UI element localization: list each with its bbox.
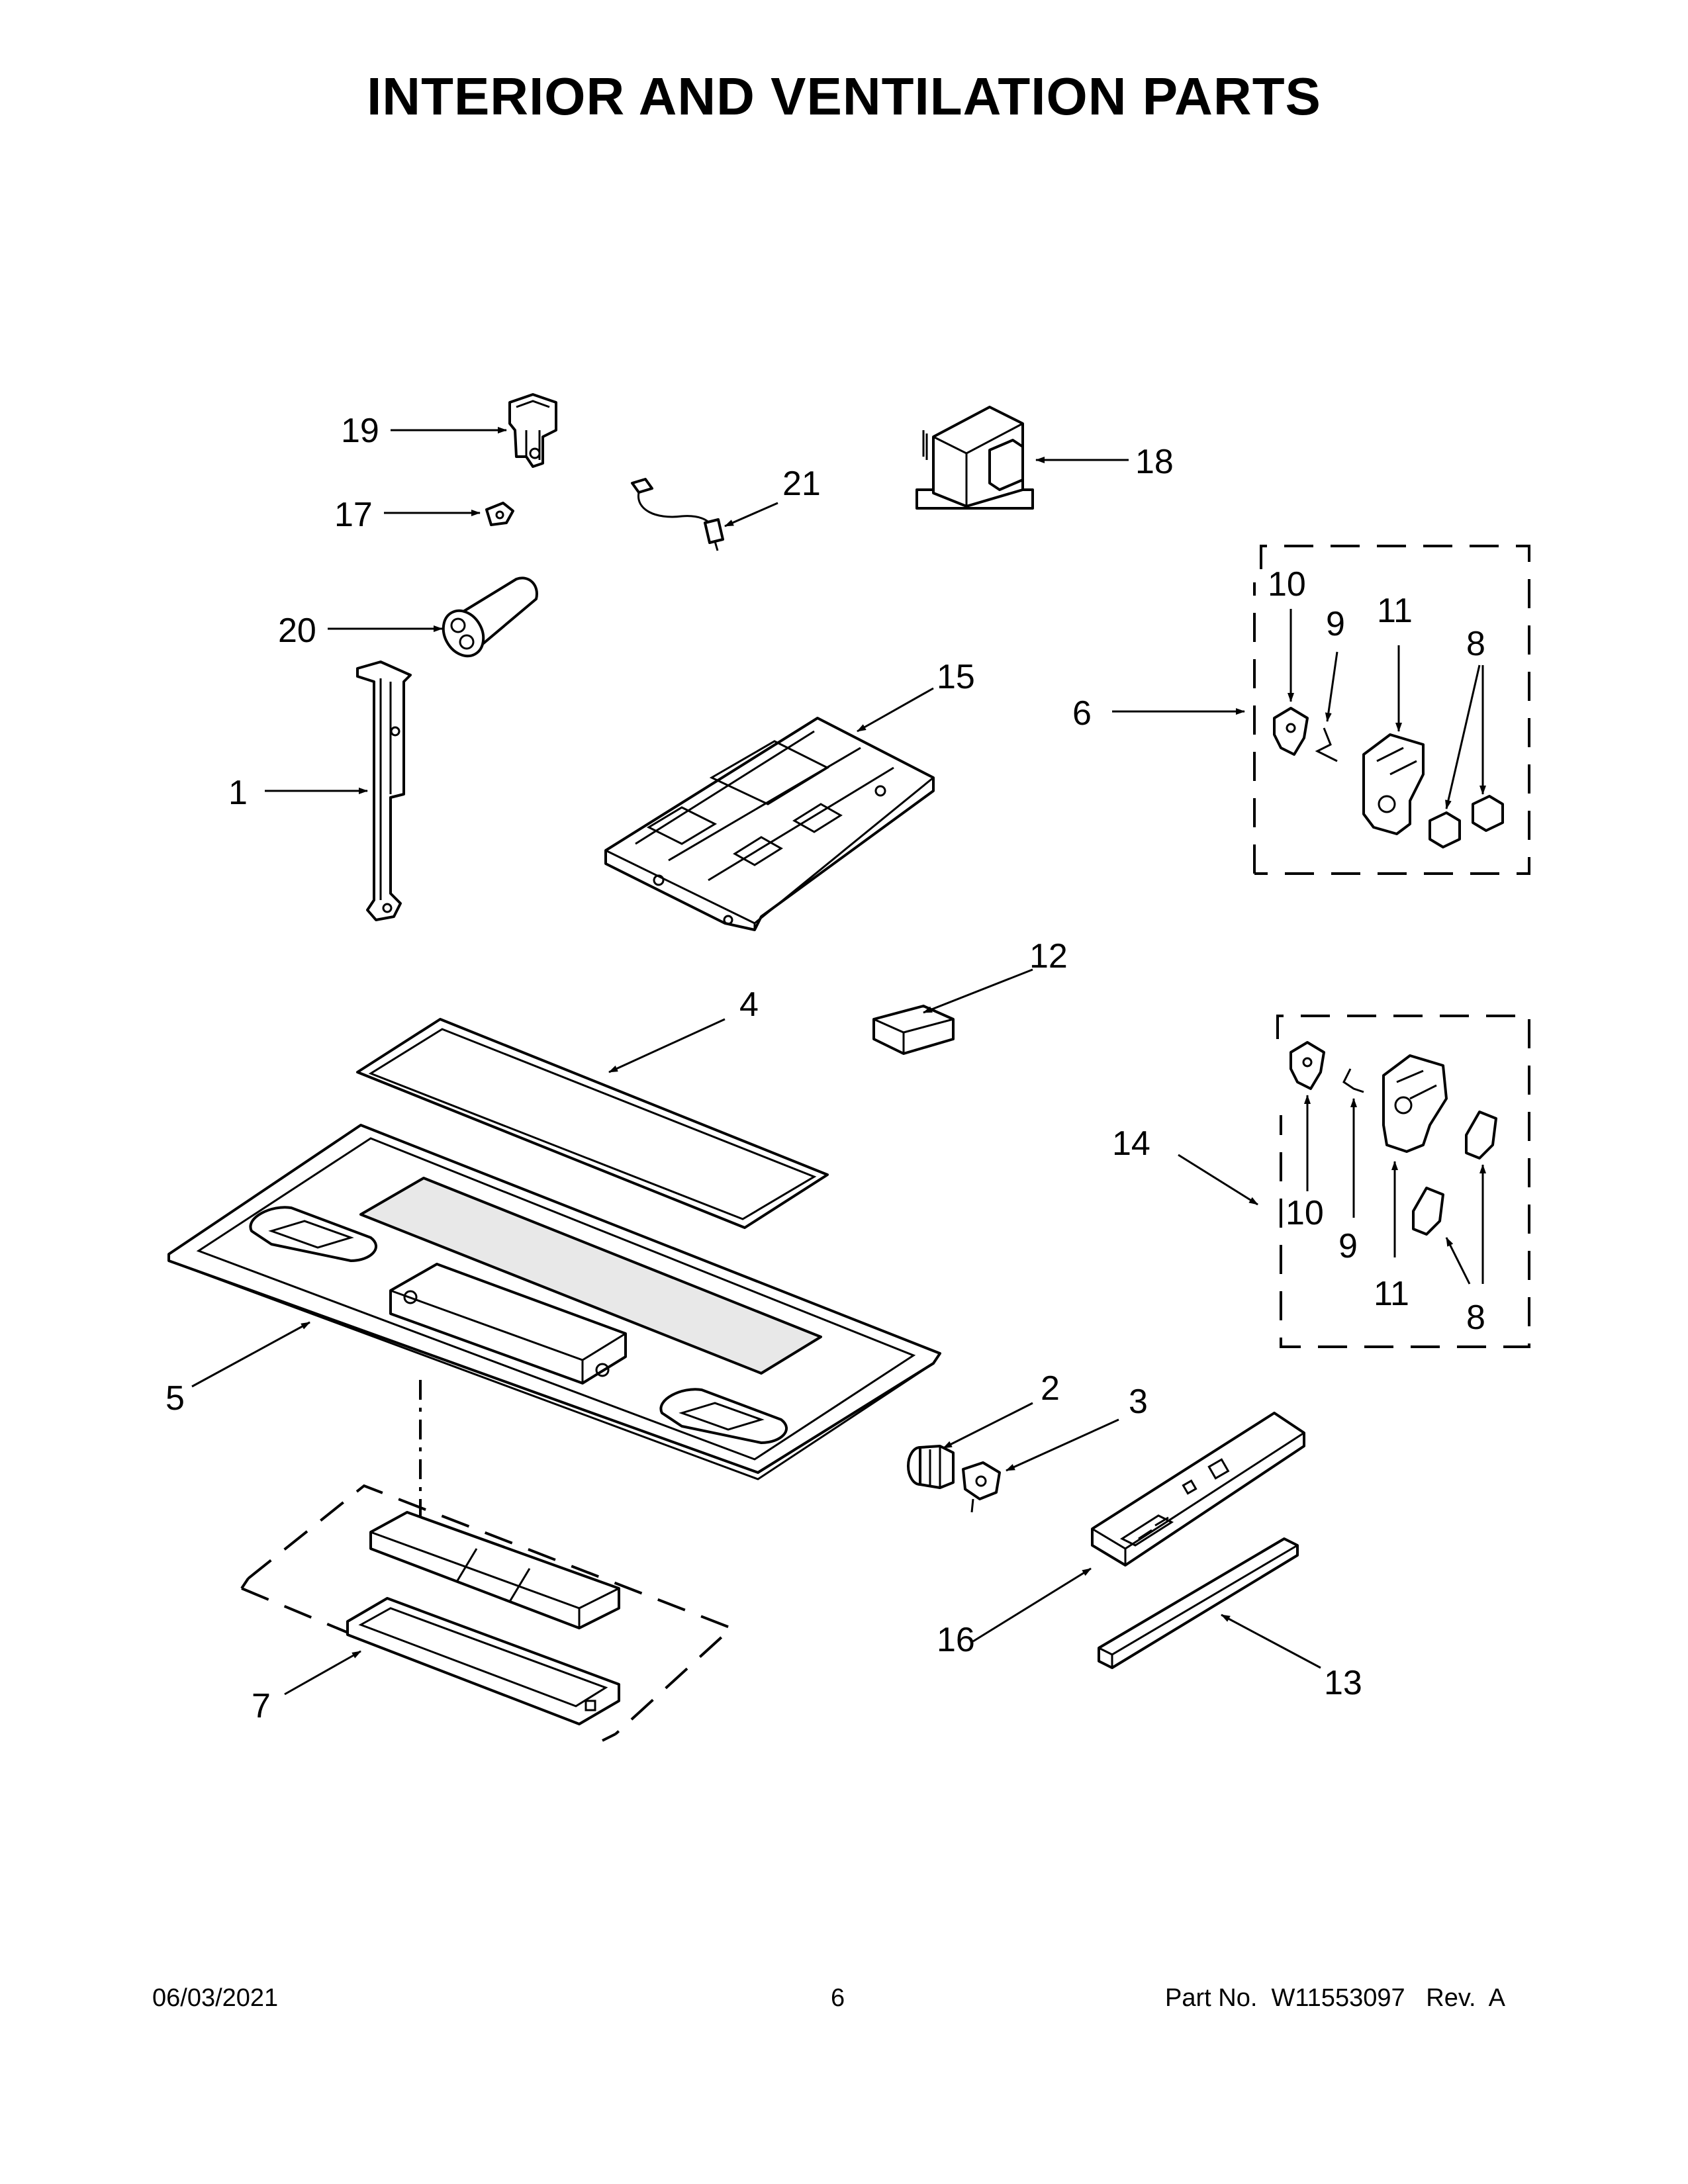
callout-17: 17 [334,496,373,534]
part-11-switch-bracket-a [1362,733,1425,835]
part-10-switch-holder-a [1273,707,1309,756]
callout-16: 16 [937,1621,975,1659]
part-18-transformer [915,406,1034,510]
callout-8a: 8 [1466,625,1485,663]
footer-page-number: 6 [831,1984,845,2012]
part-21-wire [631,478,724,551]
part-4-cover-panel [356,1018,829,1229]
callout-6: 6 [1072,694,1092,733]
part-17-clip [485,502,514,526]
part-2-lamp-socket [907,1445,955,1489]
part-5-vent-frame [167,1124,941,1480]
part-12-block [872,1005,955,1055]
part-11-switch-bracket-b [1382,1054,1448,1153]
callout-13: 13 [1324,1664,1362,1702]
callout-7: 7 [252,1687,271,1725]
part-20-capacitor [442,576,538,658]
callout-21: 21 [782,465,821,503]
part-19-latch-bracket [508,393,557,468]
callout-19: 19 [341,412,379,450]
callout-9a: 9 [1326,605,1345,643]
callout-14: 14 [1112,1124,1150,1163]
group-7-outline [240,1484,734,1742]
callout-10b: 10 [1286,1194,1324,1232]
part-8-switch-b2 [1412,1187,1444,1236]
part-10-switch-holder-b [1289,1041,1325,1090]
callout-18: 18 [1135,443,1174,481]
part-9-spring-a [1315,727,1338,762]
callout-5: 5 [165,1379,185,1418]
part-9-spring-b [1342,1068,1364,1093]
part-13-trim-bar [1098,1537,1299,1669]
callout-11a: 11 [1377,592,1413,630]
part-8-switch-b1 [1465,1111,1497,1160]
callout-1: 1 [228,774,248,812]
callout-8b: 8 [1466,1298,1485,1337]
part-16-light-panel [1091,1412,1305,1567]
part-7-vent-grille [346,1511,620,1725]
footer-part-number: Part No. W11553097 Rev. A [1165,1984,1505,2012]
callout-2: 2 [1041,1369,1060,1408]
part-8-switch-a2 [1472,795,1504,832]
group-6-outline [1253,545,1530,875]
callout-4: 4 [739,985,759,1024]
callout-3: 3 [1129,1383,1148,1421]
part-8-switch-a1 [1429,811,1461,848]
callout-10a: 10 [1268,565,1306,604]
group-14-outline [1276,1015,1530,1348]
callout-9b: 9 [1338,1227,1358,1265]
callout-12: 12 [1029,937,1068,976]
part-1-bracket [356,660,412,921]
part-15-base-plate [604,717,935,931]
page-title: INTERIOR AND VENTILATION PARTS [367,67,1321,126]
part-3-socket [962,1461,1001,1513]
callout-15: 15 [937,658,975,696]
footer-date: 06/03/2021 [152,1984,279,2012]
callout-20: 20 [278,612,316,650]
callout-11b: 11 [1374,1275,1409,1313]
